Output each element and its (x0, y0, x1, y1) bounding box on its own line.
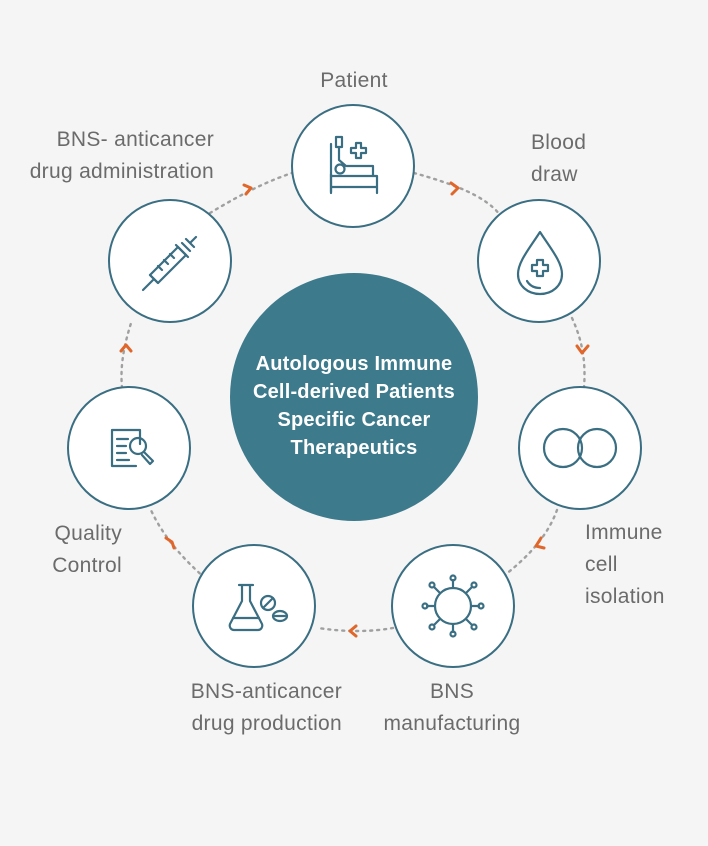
connector-bns-anticancer-drug-production-quality-control (148, 506, 207, 580)
patient-bed-icon (329, 135, 379, 195)
node-bns-anticancer-drug-administration (108, 199, 232, 323)
syringe-icon (141, 235, 198, 292)
arrowhead-2 (575, 344, 590, 355)
label-line: Patient (320, 69, 388, 92)
center-title-line: Autologous Immune (255, 353, 453, 375)
label-line: draw (531, 163, 578, 186)
label-line: BNS-anticancer (190, 680, 342, 703)
label-line: Blood (531, 131, 587, 154)
label-quality-control: Quality Control (20, 518, 122, 582)
flask-pill-icon (228, 583, 289, 632)
label-line: cell (585, 553, 618, 576)
node-quality-control (67, 386, 191, 510)
node-bns-anticancer-drug-production (192, 544, 316, 668)
center-title-line: Therapeutics (290, 437, 418, 459)
connector-bns-anticancer-drug-administration-patient (208, 171, 294, 215)
connector-patient-blood-draw (412, 171, 502, 217)
cells-icon (542, 427, 618, 469)
label-blood-draw: Blood draw (531, 127, 586, 191)
document-search-icon (110, 428, 155, 468)
label-bns-manufacturing: BNS manufacturing (362, 676, 542, 740)
arrowhead-7 (242, 183, 253, 196)
connector-immune-cell-isolation-bns-manufacturing (503, 508, 559, 577)
center-title: Autologous Immune Cell-derived Patients … (232, 350, 476, 462)
connector-quality-control-bns-anticancer-drug-administration (120, 318, 134, 390)
label-line: isolation (585, 585, 665, 608)
label-line: drug administration (29, 160, 214, 183)
connector-bns-manufacturing-bns-anticancer-drug-production (316, 626, 395, 633)
label-patient: Patient (303, 65, 405, 97)
arrowheads (119, 181, 590, 638)
label-line: drug production (191, 712, 342, 735)
label-line: BNS (429, 680, 475, 703)
arrowhead-1 (449, 181, 460, 196)
label-line: Control (52, 554, 122, 577)
blood-drop-icon (516, 230, 564, 296)
label-line: BNS- anticancer (56, 128, 214, 151)
arrowhead-6 (119, 343, 133, 353)
label-line: manufacturing (383, 712, 521, 735)
arrowhead-4 (348, 624, 358, 638)
node-immune-cell-isolation (518, 386, 642, 510)
arrowhead-3 (534, 536, 546, 550)
label-line: Quality (54, 522, 122, 545)
label-bns-anticancer-drug-administration: BNS- anticancer drug administration (0, 124, 214, 188)
label-bns-anticancer-drug-production: BNS-anticancer drug production (130, 676, 342, 740)
label-line: Immune (585, 521, 663, 544)
label-immune-cell-isolation: Immune cell isolation (585, 517, 665, 613)
center-circle (230, 273, 478, 521)
center-title-line: Cell-derived Patients (252, 381, 456, 403)
arrowhead-5 (164, 536, 176, 550)
virus-icon (421, 574, 485, 638)
node-bns-manufacturing (391, 544, 515, 668)
center-title-line: Specific Cancer (277, 409, 431, 431)
